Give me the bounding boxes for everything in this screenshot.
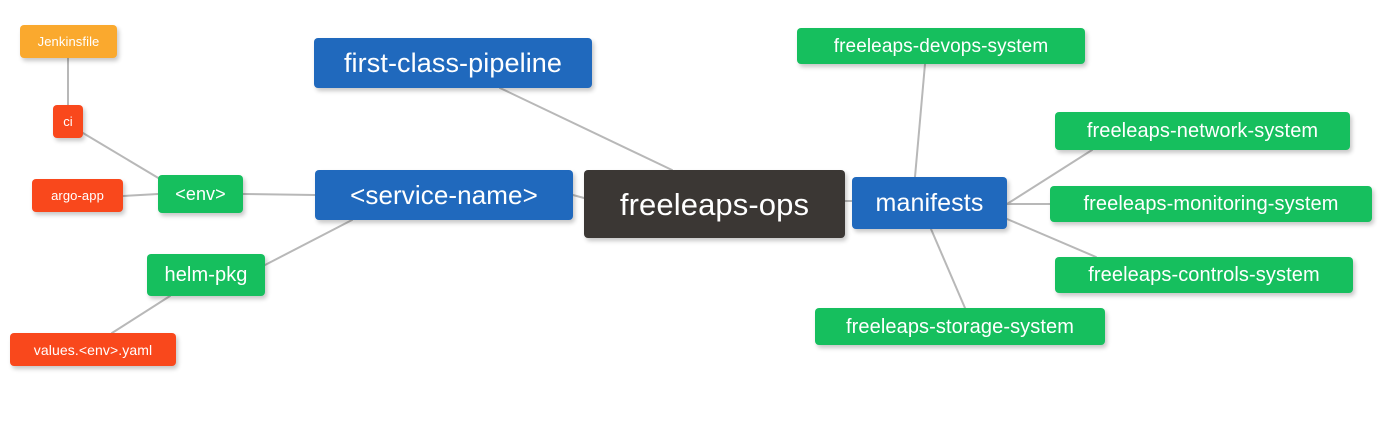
node-network-system[interactable]: freeleaps-network-system bbox=[1055, 112, 1350, 150]
edge-ci-to-env bbox=[82, 132, 166, 183]
edge-manifests-to-storage-system bbox=[930, 228, 966, 309]
node-values-env-yaml[interactable]: values.<env>.yaml bbox=[10, 333, 176, 366]
node-monitoring-system[interactable]: freeleaps-monitoring-system bbox=[1050, 186, 1372, 222]
edge-argo-app-to-env bbox=[122, 193, 159, 197]
node-jenkinsfile[interactable]: Jenkinsfile bbox=[20, 25, 117, 58]
node-service-name[interactable]: <service-name> bbox=[315, 170, 573, 220]
node-env[interactable]: <env> bbox=[158, 175, 243, 213]
edge-service-name-to-freeleaps-ops bbox=[572, 194, 585, 199]
edge-env-to-service-name bbox=[242, 193, 316, 196]
node-manifests[interactable]: manifests bbox=[852, 177, 1007, 229]
edge-manifests-to-devops-system bbox=[914, 63, 926, 178]
node-first-class-pipeline[interactable]: first-class-pipeline bbox=[314, 38, 592, 88]
node-ci[interactable]: ci bbox=[53, 105, 83, 138]
node-devops-system[interactable]: freeleaps-devops-system bbox=[797, 28, 1085, 64]
edge-first-class-pipeline-to-freeleaps-ops bbox=[499, 87, 673, 171]
edge-manifests-to-controls-system bbox=[1006, 218, 1097, 258]
edge-helm-pkg-to-values-env-yaml bbox=[111, 295, 171, 334]
node-argo-app[interactable]: argo-app bbox=[32, 179, 123, 212]
node-helm-pkg[interactable]: helm-pkg bbox=[147, 254, 265, 296]
edge-service-name-to-helm-pkg bbox=[264, 219, 353, 266]
node-freeleaps-ops[interactable]: freeleaps-ops bbox=[584, 170, 845, 238]
node-storage-system[interactable]: freeleaps-storage-system bbox=[815, 308, 1105, 345]
node-controls-system[interactable]: freeleaps-controls-system bbox=[1055, 257, 1353, 293]
